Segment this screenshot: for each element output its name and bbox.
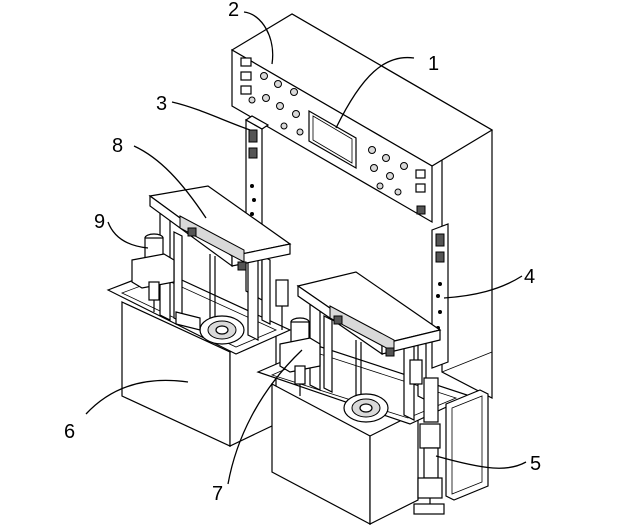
leader-2 bbox=[243, 11, 274, 65]
callout-labels: 1 2 3 4 5 6 7 8 9 bbox=[64, 0, 541, 505]
label-4: 4 bbox=[524, 266, 535, 288]
label-6: 6 bbox=[64, 421, 75, 443]
label-2: 2 bbox=[228, 0, 239, 21]
label-8: 8 bbox=[112, 135, 123, 157]
left-cylinder bbox=[131, 233, 175, 312]
leader-9 bbox=[107, 221, 149, 249]
touch-screen bbox=[308, 109, 357, 170]
leader-6 bbox=[85, 379, 189, 415]
label-3: 3 bbox=[156, 93, 167, 115]
leader-3 bbox=[171, 101, 251, 131]
leader-7 bbox=[227, 349, 303, 485]
left-test-frame bbox=[148, 185, 292, 345]
right-column-post bbox=[431, 223, 449, 369]
leader-4 bbox=[443, 275, 523, 299]
control-panel bbox=[240, 57, 426, 215]
label-1: 1 bbox=[428, 53, 439, 75]
right-cylinder bbox=[279, 317, 321, 396]
leader-8 bbox=[133, 145, 207, 219]
label-5: 5 bbox=[530, 453, 541, 475]
lift-cylinder-assembly bbox=[413, 377, 489, 515]
right-test-tank bbox=[256, 345, 472, 525]
label-7: 7 bbox=[212, 483, 223, 505]
leader-lines bbox=[85, 11, 527, 485]
leader-1 bbox=[335, 56, 415, 129]
right-test-frame bbox=[296, 271, 442, 423]
leader-5 bbox=[435, 455, 527, 469]
label-9: 9 bbox=[94, 211, 105, 233]
